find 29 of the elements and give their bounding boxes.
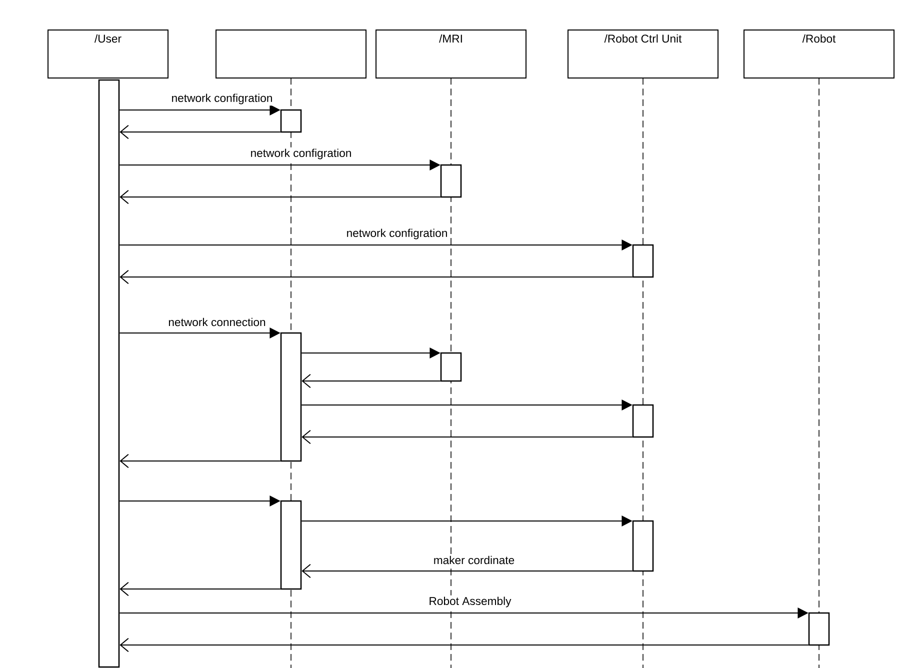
edge-label: network configration — [248, 147, 354, 161]
return-arrow — [120, 270, 633, 284]
return-arrow — [302, 564, 633, 578]
edge-label: Robot Assembly — [427, 595, 513, 609]
activation-bar — [808, 612, 830, 646]
edge-label: network configration — [170, 92, 274, 106]
return-arrow — [120, 454, 281, 468]
return-arrow — [120, 124, 281, 140]
activation-bar — [440, 164, 462, 198]
lifeline-header: /Robot — [744, 30, 895, 78]
activation-bar — [632, 520, 654, 572]
lifeline-header: /Robot Ctrl Unit — [568, 30, 719, 78]
edge-label: maker cordinate — [432, 554, 516, 566]
return-arrow — [120, 582, 281, 596]
activation-bar — [280, 109, 302, 133]
lifeline-header: /User — [48, 30, 168, 78]
activation-bar — [440, 352, 462, 382]
return-arrow — [120, 190, 441, 204]
activation-bar — [632, 244, 654, 278]
return-arrow — [302, 374, 441, 388]
activation-bar — [280, 332, 302, 462]
lifeline-header — [216, 30, 366, 78]
activation-bar — [632, 404, 654, 438]
edge-label: network configration — [344, 227, 450, 241]
edge-label: network connection — [166, 316, 268, 328]
return-arrow — [302, 430, 633, 444]
activation-bar — [280, 500, 302, 590]
lifeline-header: /MRI — [376, 30, 526, 78]
return-arrow — [120, 638, 809, 652]
